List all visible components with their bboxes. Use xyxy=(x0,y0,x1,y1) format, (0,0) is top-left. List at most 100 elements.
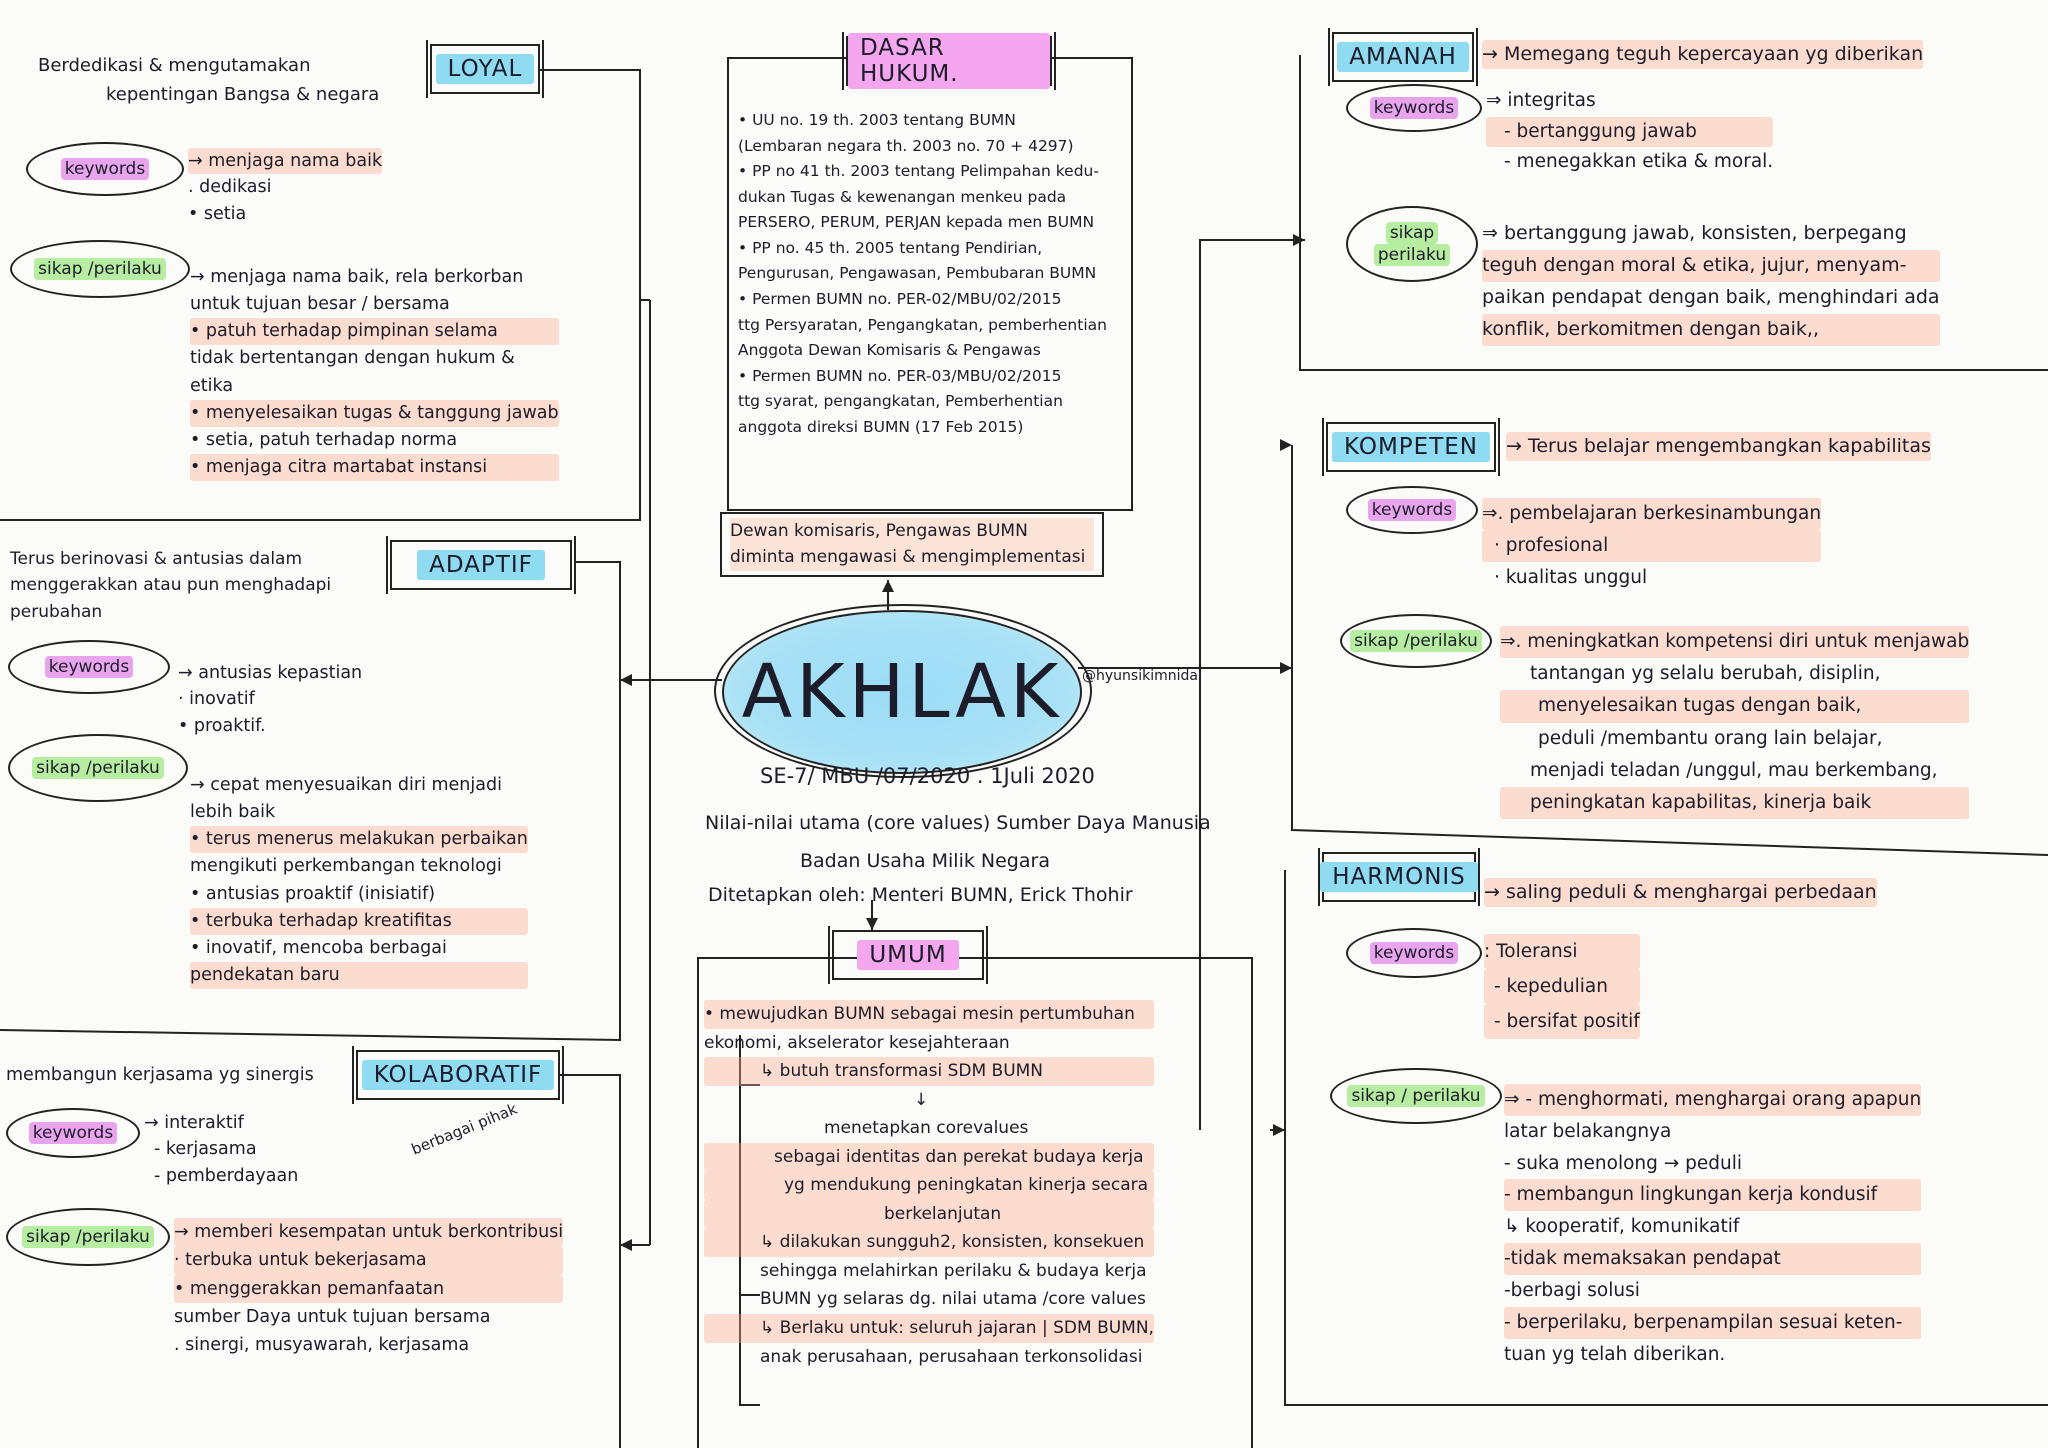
kompeten-keywords-ellipse: keywords xyxy=(1346,486,1478,534)
sikap-item: - membangun lingkungan kerja kondusif xyxy=(1504,1179,1922,1212)
umum-content: • mewujudkan BUMN sebagai mesin pertumbu… xyxy=(704,1000,1154,1371)
sikap-label: sikap /perilaku xyxy=(22,1225,154,1249)
harmonis-title: HARMONIS xyxy=(1320,862,1478,892)
umum-line: menetapkan corevalues xyxy=(824,1118,1029,1139)
subtitle-established-by: Ditetapkan oleh: Menteri BUMN, Erick Tho… xyxy=(708,884,1133,906)
list-item: • PP no. 45 th. 2005 tentang Pendirian, xyxy=(738,238,1043,257)
adaptif-title: ADAPTIF xyxy=(417,550,545,580)
loyal-desc-line: Berdedikasi & mengutamakan xyxy=(38,55,311,76)
list-item: PERSERO, PERUM, PERJAN kepada men BUMN xyxy=(738,213,1095,232)
list-item: anggota direksi BUMN (17 Feb 2015) xyxy=(738,417,1024,436)
sikap-item: - suka menolong → peduli xyxy=(1504,1152,1743,1174)
list-item: • Permen BUMN no. PER-02/MBU/02/2015 xyxy=(738,289,1062,308)
umum-line: berkelanjutan xyxy=(704,1199,1154,1229)
sikap-item: untuk tujuan besar / bersama xyxy=(190,294,450,315)
sikap-item: -berbagi solusi xyxy=(1504,1279,1640,1301)
keyword-item: · inovatif xyxy=(178,689,255,710)
sikap-item: paikan pendapat dengan baik, menghindari… xyxy=(1482,285,1940,308)
umum-line: sebagai identitas dan perekat budaya ker… xyxy=(704,1142,1154,1172)
sikap-item: tidak bertentangan dengan hukum & xyxy=(190,348,515,369)
keyword-item: - pemberdayaan xyxy=(154,1165,299,1186)
sikap-item: → menjaga nama baik, rela berkorban xyxy=(190,267,524,287)
sikap-item: teguh dengan moral & etika, jujur, menya… xyxy=(1482,249,1940,282)
dasar-hukum-list: • UU no. 19 th. 2003 tentang BUMN (Lemba… xyxy=(738,108,1107,440)
kolaboratif-title-box: KOLABORATIF xyxy=(352,1046,564,1104)
adaptif-description: Terus berinovasi & antusias dalam mengge… xyxy=(10,546,331,625)
kompeten-keywords-list: ⇒. pembelajaran berkesinambungan · profe… xyxy=(1482,498,1822,593)
loyal-description: Berdedikasi & mengutamakan kepentingan B… xyxy=(38,52,379,110)
sikap-label: sikap xyxy=(1385,221,1439,244)
keywords-label: keywords xyxy=(60,157,150,181)
keyword-item: - bertanggung jawab xyxy=(1486,116,1774,148)
sikap-item: → memberi kesempatan untuk berkontribusi xyxy=(174,1218,564,1247)
sikap-item: • antusias proaktif (inisiatif) xyxy=(190,883,436,904)
kolaboratif-sikap-list: → memberi kesempatan untuk berkontribusi… xyxy=(174,1218,564,1360)
umum-line: anak perusahaan, perusahaan terkonsolida… xyxy=(760,1346,1143,1367)
umum-title: UMUM xyxy=(857,940,959,970)
sikap-item: ↳ kooperatif, komunikatif xyxy=(1504,1216,1740,1238)
keyword-item: - kepedulian xyxy=(1484,969,1640,1005)
sikap-item: etika xyxy=(190,375,234,396)
sikap-item: pendekatan baru xyxy=(190,961,528,989)
amanah-keywords-list: ⇒ integritas - bertanggung jawab - meneg… xyxy=(1486,86,1774,178)
sikap-item: → cepat menyesuaikan diri menjadi xyxy=(190,775,502,795)
sikap-item: • terus menerus melakukan perbaikan xyxy=(190,826,528,854)
umum-line: ↓ xyxy=(914,1089,929,1110)
umum-line: ↳ Berlaku untuk: seluruh jajaran | SDM B… xyxy=(704,1314,1154,1343)
kolaboratif-sikap-ellipse: sikap /perilaku xyxy=(6,1208,170,1266)
sikap-item: ⇒ bertanggung jawab, konsisten, berpegan… xyxy=(1482,222,1907,244)
umum-line: ↳ dilakukan sungguh2, konsisten, konseku… xyxy=(704,1228,1154,1257)
sikap-label: sikap /perilaku xyxy=(32,756,164,780)
keyword-item: - bersifat positif xyxy=(1484,1004,1640,1040)
list-item: • UU no. 19 th. 2003 tentang BUMN xyxy=(738,111,1016,129)
keyword-item: → antusias kepastian xyxy=(178,663,363,683)
kompeten-sikap-ellipse: sikap /perilaku xyxy=(1340,614,1492,668)
keyword-item: : Toleransi xyxy=(1484,934,1640,970)
sikap-label: sikap / perilaku xyxy=(1347,1084,1485,1108)
keyword-item: ⇒. pembelajaran berkesinambungan xyxy=(1482,498,1822,530)
keyword-item: . dedikasi xyxy=(188,177,272,198)
keywords-label: keywords xyxy=(1367,498,1457,522)
kolaboratif-description: membangun kerjasama yg sinergis xyxy=(6,1062,314,1088)
umum-line: • mewujudkan BUMN sebagai mesin pertumbu… xyxy=(704,1000,1154,1029)
umum-line: ekonomi, akselerator kesejahteraan xyxy=(704,1032,1010,1053)
amanah-keywords-ellipse: keywords xyxy=(1346,84,1482,132)
adaptif-desc-line: Terus berinovasi & antusias dalam xyxy=(10,549,303,569)
subtitle-core-values: Nilai-nilai utama (core values) Sumber D… xyxy=(705,812,1211,834)
loyal-title-box: LOYAL xyxy=(426,40,544,98)
keyword-item: · kualitas unggul xyxy=(1494,566,1648,588)
dasar-hukum-note-line-1: Dewan komisaris, Pengawas BUMN xyxy=(730,518,1094,545)
sikap-item: • patuh terhadap pimpinan selama xyxy=(190,318,559,346)
kolaboratif-desc-line: membangun kerjasama yg sinergis xyxy=(6,1065,314,1085)
author-handle: @hyunsikimnida xyxy=(1082,668,1198,684)
list-item: dukan Tugas & kewenangan menkeu pada xyxy=(738,187,1067,206)
keyword-item: - kerjasama xyxy=(154,1139,257,1160)
kolaboratif-title: KOLABORATIF xyxy=(361,1060,555,1090)
harmonis-keywords-list: : Toleransi - kepedulian - bersifat posi… xyxy=(1484,934,1640,1040)
sikap-item: peduli /membantu orang lain belajar, xyxy=(1538,727,1883,749)
sikap-item: menjadi teladan /unggul, mau berkembang, xyxy=(1530,759,1938,781)
main-title: AKHLAK xyxy=(741,649,1063,735)
sikap-item: lebih baik xyxy=(190,802,276,823)
keyword-item: - menegakkan etika & moral. xyxy=(1504,151,1774,173)
sikap-item: - berperilaku, berpenampilan sesuai kete… xyxy=(1504,1306,1922,1339)
harmonis-keywords-ellipse: keywords xyxy=(1346,928,1482,978)
keyword-item: ⇒ integritas xyxy=(1486,90,1596,111)
list-item: Anggota Dewan Komisaris & Pengawas xyxy=(738,341,1041,360)
sikap-item: latar belakangnya xyxy=(1504,1120,1672,1142)
sikap-item: mengikuti perkembangan teknologi xyxy=(190,856,502,877)
keyword-item: → menjaga nama baik xyxy=(188,148,383,175)
amanah-sikap-list: ⇒ bertanggung jawab, konsisten, berpegan… xyxy=(1482,218,1940,346)
dasar-hukum-note: Dewan komisaris, Pengawas BUMN diminta m… xyxy=(720,512,1104,577)
sikap-item: . sinergi, musyawarah, kerjasama xyxy=(174,1335,470,1356)
sikap-item: -tidak memaksakan pendapat xyxy=(1504,1243,1922,1275)
keywords-label: keywords xyxy=(1369,96,1459,120)
list-item: • Permen BUMN no. PER-03/MBU/02/2015 xyxy=(738,366,1062,385)
sikap-item: menyelesaikan tugas dengan baik, xyxy=(1500,690,1970,723)
keywords-label: keywords xyxy=(1369,941,1459,965)
loyal-keywords-list: → menjaga nama baik . dedikasi • setia xyxy=(188,148,383,227)
keyword-item: → interaktif xyxy=(144,1113,244,1133)
kolaboratif-keywords-ellipse: keywords xyxy=(6,1108,140,1158)
sikap-item: • menjaga citra martabat instansi xyxy=(190,453,559,481)
